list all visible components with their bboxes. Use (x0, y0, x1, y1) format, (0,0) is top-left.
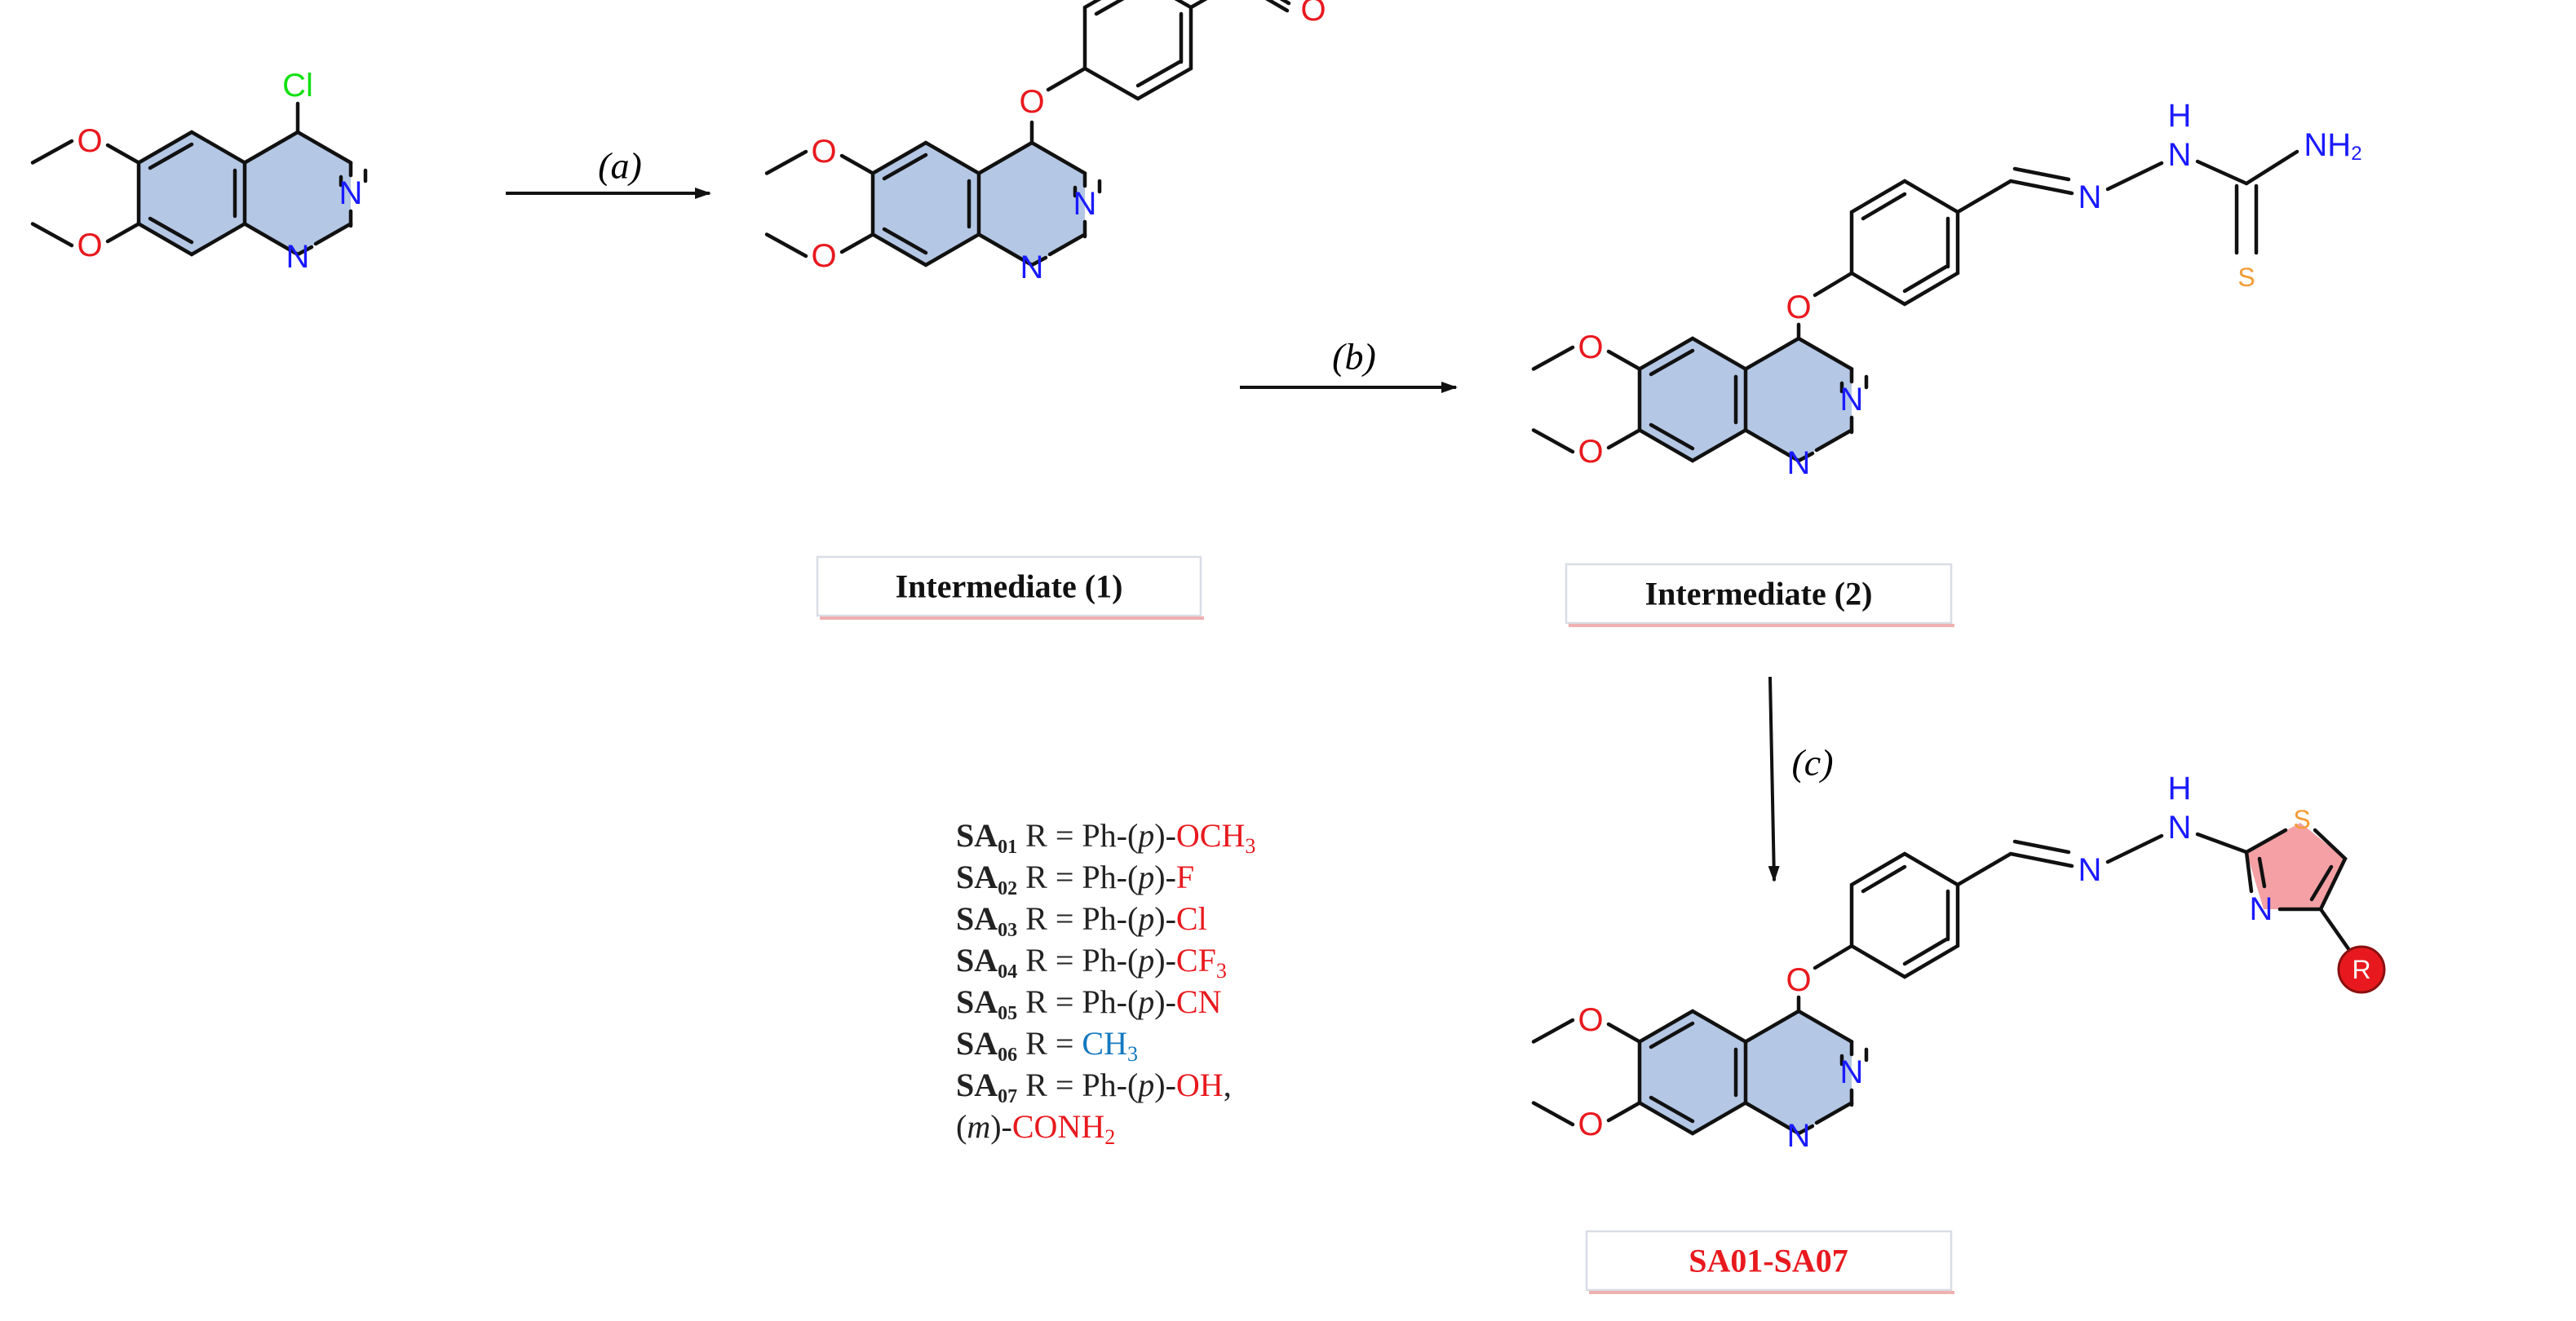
hydrazine-nitrogen: N (2168, 810, 2192, 846)
thiazole-sulfur: S (2293, 805, 2310, 834)
aldehyde-oxygen: O (1300, 0, 1326, 28)
methoxy-oxygen: O (77, 123, 102, 159)
substituent-line-extra: (m)-CONH2 (956, 1108, 1115, 1149)
svg-text:Intermediate (2): Intermediate (2) (1645, 576, 1873, 612)
thione-sulfur: S (2237, 263, 2255, 292)
svg-text:SA01-SA07: SA01-SA07 (1689, 1243, 1848, 1279)
hydrazine-hydrogen: H (2168, 98, 2192, 134)
ring-nitrogen: N (1073, 186, 1097, 222)
thiazole-nitrogen: N (2250, 891, 2273, 927)
chlorine-atom: Cl (282, 68, 313, 104)
methoxy-oxygen: O (811, 238, 836, 274)
methoxy-oxygen: O (811, 134, 836, 170)
reaction-arrow-c (1768, 676, 1780, 882)
amine-group: NH2 (2304, 127, 2361, 165)
ring-nitrogen: N (1020, 250, 1044, 285)
methoxy-oxygen: O (77, 228, 102, 263)
ether-oxygen: O (1786, 289, 1811, 325)
substituent-line: SA05 R = Ph-(p)-CN (956, 983, 1221, 1024)
ring-nitrogen: N (1840, 382, 1864, 418)
condition-b: (b) (1332, 336, 1376, 378)
intermediate-2-label: Intermediate (2) (1565, 563, 1954, 627)
ring-nitrogen: N (1787, 1118, 1811, 1154)
ring-nitrogen: N (339, 175, 363, 211)
methoxy-oxygen: O (1578, 329, 1603, 365)
methoxy-oxygen: O (1578, 1107, 1603, 1142)
methoxy-oxygen: O (1578, 1002, 1603, 1038)
substituent-line: SA02 R = Ph-(p)-F (956, 859, 1194, 899)
ether-oxygen: O (1019, 84, 1044, 120)
imine-nitrogen: N (2078, 179, 2102, 215)
ether-oxygen: O (1786, 962, 1811, 998)
hydrazine-hydrogen: H (2168, 771, 2192, 806)
substituent-line: SA03 R = Ph-(p)-Cl (956, 900, 1207, 941)
intermediate-1: N N O O O O (767, 0, 1326, 285)
final-compound-label: SA01-SA07 (1585, 1230, 1954, 1294)
r-group-badge (2337, 945, 2386, 994)
intermediate-2: N N O O O N N H NH2 S (1534, 98, 2362, 481)
condition-a: (a) (598, 145, 642, 187)
substituent-line: SA01 R = Ph-(p)-OCH3 (956, 817, 1255, 858)
ring-nitrogen: N (1787, 445, 1811, 481)
ring-nitrogen: N (286, 239, 310, 275)
methoxy-oxygen: O (1578, 434, 1603, 470)
hydrazine-nitrogen: N (2168, 137, 2192, 173)
final-compound: N N O O O N N H S N R (1534, 771, 2386, 1154)
condition-c: (c) (1791, 742, 1833, 784)
intermediate-1-label: Intermediate (1) (816, 555, 1204, 620)
substituent-line: SA07 R = Ph-(p)-OH, (956, 1067, 1232, 1107)
substituent-line: SA04 R = Ph-(p)-CF3 (956, 942, 1227, 983)
starting-material: Cl N N O O (33, 68, 365, 275)
svg-text:Intermediate (1): Intermediate (1) (896, 568, 1123, 605)
substituent-line: SA06 R = CH3 (956, 1025, 1138, 1066)
ring-nitrogen: N (1840, 1054, 1864, 1090)
imine-nitrogen: N (2078, 852, 2102, 888)
r-group-label: R (2352, 955, 2370, 984)
